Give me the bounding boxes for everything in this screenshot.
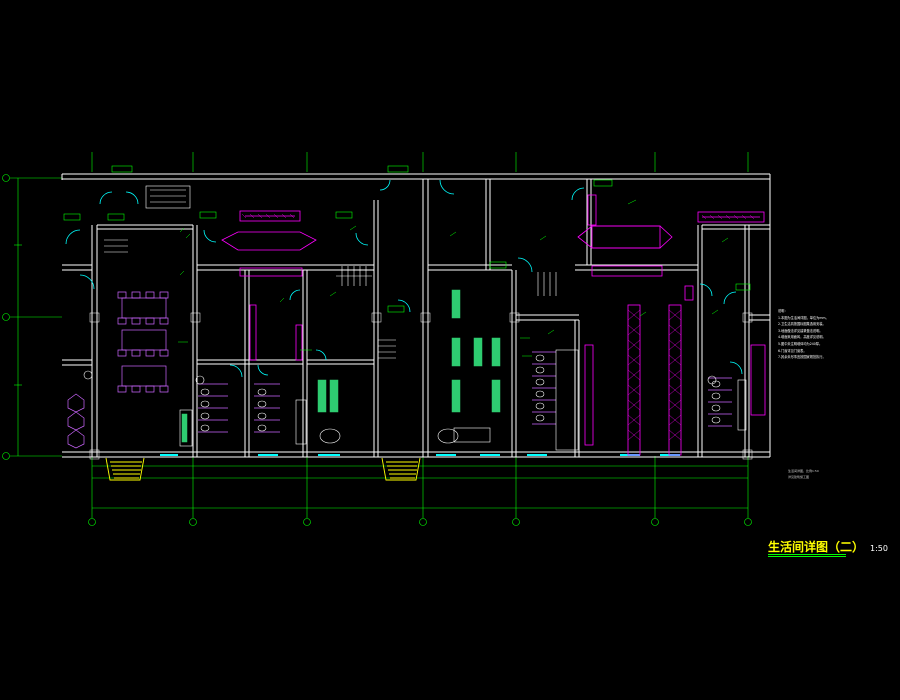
note-item: 2.卫生洁具按国标图集选用安装。 <box>778 322 826 327</box>
shower-partitions <box>67 351 732 449</box>
drawing-title-block: 生活间详图（二） 1:50 <box>768 538 888 556</box>
drawing-title: 生活间详图（二） <box>768 540 865 554</box>
side-note-line: 详见建筑施工图 <box>788 475 810 479</box>
toilet-fixtures <box>83 185 747 451</box>
drawing-notes: 说明： 1.本图为生活间详图，单位为mm。 2.卫生洁具按国标图集选用安装。 3… <box>778 308 878 361</box>
entry-steps <box>105 457 421 481</box>
annotation-leaders <box>178 199 729 357</box>
title-underline <box>768 554 846 555</box>
drawing-scale: 1:50 <box>870 544 888 553</box>
side-note: 生活间详图，比例1:50 详见建筑施工图 <box>788 468 858 480</box>
dimension-tags <box>63 165 751 313</box>
side-note-line: 生活间详图，比例1:50 <box>788 469 819 473</box>
locker-rack-lattice <box>241 213 755 441</box>
note-item: 3.地面做法详见建筑做法说明。 <box>778 328 823 333</box>
changing-benches <box>181 289 501 443</box>
note-item: 4.墙面采用面砖，高度详见说明。 <box>778 335 826 340</box>
structural-columns <box>89 312 753 460</box>
building-walls <box>61 173 771 458</box>
notes-heading: 说明： <box>778 309 788 313</box>
note-item: 1.本图为生活间详图，单位为mm。 <box>778 315 829 320</box>
title-underline-secondary <box>768 556 846 557</box>
note-item: 7.其余未尽事宜按国家规范执行。 <box>778 355 826 360</box>
grid-axis-bubbles <box>2 174 752 526</box>
note-item: 5.图中未注明墙体均为240厚。 <box>778 341 823 346</box>
dining-seating <box>117 291 169 393</box>
door-swings <box>65 179 743 378</box>
note-item: 6.门窗详见门窗表。 <box>778 348 807 353</box>
dimension-lines <box>10 152 749 518</box>
stair-symbols <box>104 239 557 359</box>
